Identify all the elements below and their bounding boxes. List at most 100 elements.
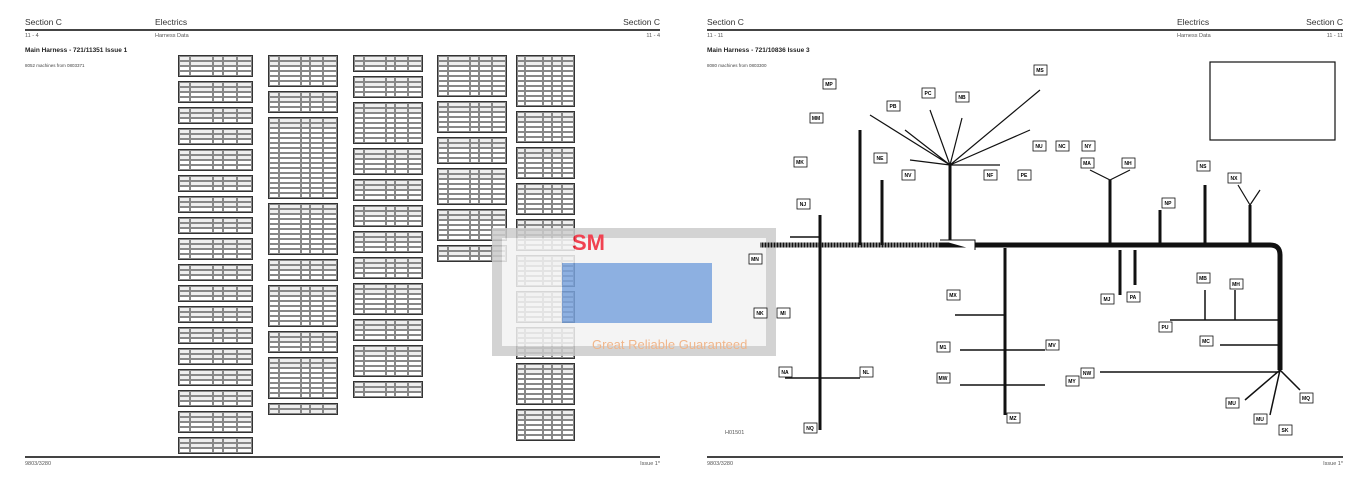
- connector-label: NP: [1165, 201, 1173, 207]
- connector-label: NC: [1058, 144, 1066, 150]
- connector-table: [437, 101, 507, 133]
- connector-table: [353, 102, 423, 144]
- connector-nx: NX: [1227, 172, 1242, 184]
- connector-label: MW: [939, 376, 948, 382]
- connector-nw: NW: [1080, 367, 1095, 379]
- connector-label: NU: [1035, 144, 1043, 150]
- connector-label: SK: [1282, 428, 1289, 434]
- connector-ma: MA: [1080, 157, 1095, 169]
- connector-table: [516, 55, 575, 107]
- connector-label: PU: [1162, 325, 1169, 331]
- connector-label: MA: [1083, 161, 1091, 167]
- connector-table: [178, 264, 253, 281]
- connector-table: [178, 369, 253, 386]
- connector-label: MJ: [1104, 297, 1111, 303]
- connector-label: MH: [1232, 282, 1240, 288]
- connector-nq: NQ: [803, 422, 818, 434]
- watermark: SM Great Reliable Guaranteed: [492, 228, 776, 356]
- connector-table: [178, 306, 253, 323]
- connector-mc: MC: [1199, 335, 1214, 347]
- connector-nv: NV: [901, 169, 916, 181]
- connector-label: MU: [1228, 401, 1236, 407]
- connector-np: NP: [1161, 197, 1176, 209]
- connector-table: [268, 55, 338, 87]
- connector-label: MV: [1048, 343, 1056, 349]
- connector-table: [353, 345, 423, 377]
- connector-table: [353, 205, 423, 227]
- connector-table: [178, 217, 253, 234]
- connector-sk: SK: [1278, 424, 1293, 436]
- page-ref: 11 - 11: [707, 33, 724, 39]
- connector-table: [178, 238, 253, 260]
- connector-my: MY: [1065, 375, 1080, 387]
- connector-label: M1: [940, 345, 947, 351]
- connector-table: [268, 403, 338, 415]
- connector-table: [516, 183, 575, 215]
- chapter-label: Electrics: [1177, 17, 1210, 27]
- connector-table-column: [268, 55, 338, 419]
- connector-label: NK: [756, 311, 764, 317]
- connector-table-column: [437, 55, 507, 266]
- page-title: Main Harness - 721/10836 Issue 3: [707, 47, 810, 54]
- connector-label: MY: [1068, 379, 1076, 385]
- page-ref-right: 11 - 11: [1326, 33, 1343, 39]
- footer-rule: [25, 456, 660, 458]
- connector-label: MK: [796, 160, 804, 166]
- connector-table: [353, 179, 423, 201]
- watermark-icon: [562, 263, 712, 323]
- section-label: Section C: [25, 17, 62, 27]
- connector-label: NA: [781, 370, 789, 376]
- connector-na: NA: [778, 366, 793, 378]
- subheading: Harness Data: [1177, 33, 1211, 39]
- connector-table: [437, 137, 507, 164]
- connector-label: NS: [1200, 164, 1208, 170]
- connector-label: MI: [780, 311, 786, 317]
- page-ref-right: 11 - 4: [646, 33, 660, 39]
- connector-table: [353, 319, 423, 341]
- connector-mi: MI: [776, 307, 791, 319]
- footer-issue: Issue 1*: [640, 461, 660, 467]
- connector-table: [178, 107, 253, 124]
- connector-pe: PE: [1017, 169, 1032, 181]
- connector-ms: MS: [1033, 64, 1048, 76]
- connector-table: [437, 209, 507, 241]
- connector-mu: MU: [1225, 397, 1240, 409]
- watermark-logo: SM: [572, 230, 605, 255]
- connector-table: [178, 196, 253, 213]
- connector-label: MS: [1036, 68, 1044, 74]
- connector-table: [178, 411, 253, 433]
- connector-label: MC: [1202, 339, 1210, 345]
- connector-pa: PA: [1126, 291, 1141, 303]
- connector-mp: MP: [822, 78, 837, 90]
- connector-label: NV: [905, 173, 913, 179]
- header-rule: [707, 29, 1343, 31]
- page-title: Main Harness - 721/11351 Issue 1: [25, 47, 128, 54]
- connector-label: NJ: [800, 202, 807, 208]
- connector-mn: MN: [748, 253, 763, 265]
- connector-label: MP: [825, 82, 833, 88]
- subheading: Harness Data: [155, 33, 189, 39]
- connector-label: MB: [1199, 276, 1207, 282]
- connector-table: [353, 257, 423, 279]
- connector-table: [516, 111, 575, 143]
- connector-mz: MZ: [1006, 412, 1021, 424]
- connector-label: MQ: [1302, 396, 1310, 402]
- connector-table: [268, 259, 338, 281]
- connector-label: NH: [1124, 161, 1132, 167]
- connector-table: [178, 390, 253, 407]
- connector-table: [178, 285, 253, 302]
- connector-table: [178, 175, 253, 192]
- connector-table: [268, 203, 338, 255]
- connector-table: [178, 55, 253, 77]
- connector-pb: PB: [886, 100, 901, 112]
- footer-issue: Issue 1*: [1323, 461, 1343, 467]
- connector-label: MN: [751, 257, 759, 263]
- connector-mm: MM: [809, 112, 824, 124]
- connector-table: [516, 147, 575, 179]
- connector-nj: NJ: [796, 198, 811, 210]
- connector-nf: NF: [983, 169, 998, 181]
- connector-label: MZ: [1009, 416, 1016, 422]
- connector-table: [178, 437, 253, 454]
- connector-mv: MV: [1045, 339, 1060, 351]
- connector-mq: MQ: [1299, 392, 1314, 404]
